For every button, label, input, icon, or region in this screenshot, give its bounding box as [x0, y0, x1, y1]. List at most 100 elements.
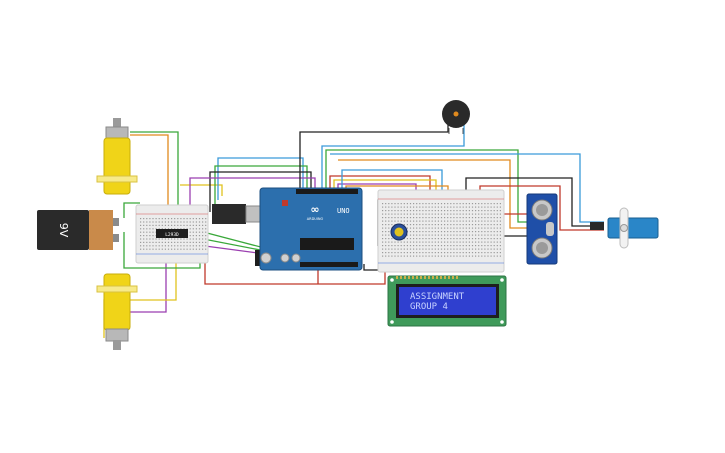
breadboard-hole — [425, 238, 427, 240]
breadboard-hole — [468, 203, 470, 205]
breadboard-hole — [437, 234, 439, 236]
breadboard-hole — [450, 252, 452, 254]
breadboard-hole — [475, 241, 477, 243]
breadboard-hole — [478, 245, 480, 247]
breadboard-hole — [437, 220, 439, 222]
breadboard-hole — [183, 248, 185, 250]
breadboard-hole — [444, 213, 446, 215]
breadboard-hole — [391, 238, 393, 240]
breadboard-hole — [382, 224, 384, 226]
breadboard-hole — [192, 224, 194, 226]
breadboard-hole — [202, 221, 204, 223]
breadboard-hole — [422, 203, 424, 205]
ultrasonic-sensor[interactable] — [526, 193, 558, 265]
breadboard-hole — [456, 238, 458, 240]
breadboard-hole — [434, 210, 436, 212]
breadboard-hole — [198, 224, 201, 226]
breadboard-hole — [425, 210, 427, 212]
breadboard-hole — [394, 210, 396, 212]
breadboard-hole — [422, 241, 424, 243]
breadboard-hole — [406, 206, 408, 208]
breadboard-hole — [496, 210, 498, 212]
breadboard-hole — [496, 241, 498, 243]
breadboard-hole — [419, 252, 421, 254]
breadboard-hole — [143, 224, 145, 226]
breadboard-hole — [198, 238, 201, 240]
breadboard-hole — [158, 224, 160, 226]
motor-driver-chip[interactable]: L293D — [156, 229, 188, 238]
breadboard-hole — [198, 231, 201, 233]
breadboard-hole — [481, 234, 483, 236]
breadboard-hole — [189, 228, 191, 230]
breadboard-hole — [499, 220, 501, 222]
breadboard-hole — [403, 210, 405, 212]
lcd-line-1: ASSIGNMENT — [410, 292, 465, 302]
breadboard-hole — [409, 203, 412, 205]
arduino-uno[interactable]: ∞ UNO ARDUINO — [259, 187, 363, 271]
breadboard-hole — [403, 220, 405, 222]
breadboard-hole — [174, 224, 176, 226]
breadboard-hole — [183, 218, 185, 220]
breadboard-hole — [180, 228, 182, 230]
breadboard-hole — [475, 252, 477, 254]
breadboard-hole — [499, 206, 501, 208]
breadboard-hole — [475, 210, 477, 212]
breadboard-hole — [453, 224, 455, 226]
breadboard-hole — [171, 248, 173, 250]
breadboard-hole — [413, 231, 415, 233]
breadboard-hole — [459, 206, 461, 208]
breadboard-hole — [447, 224, 449, 226]
breadboard-hole — [171, 218, 173, 220]
breadboard-hole — [149, 248, 151, 250]
breadboard-hole — [440, 206, 443, 208]
reset-button[interactable] — [282, 200, 288, 206]
breadboard-hole — [397, 213, 399, 215]
lcd-display[interactable]: ASSIGNMENT GROUP 4 — [387, 275, 507, 327]
breadboard-hole — [202, 228, 204, 230]
piezo-buzzer[interactable] — [442, 100, 470, 134]
breadboard-hole — [462, 203, 464, 205]
breadboard-hole — [406, 234, 408, 236]
breadboard-hole — [167, 245, 170, 247]
breadboard-hole — [440, 255, 443, 257]
breadboard-hole — [192, 235, 194, 237]
breadboard-hole — [478, 206, 480, 208]
breadboard-hole — [471, 213, 474, 215]
breadboard-hole — [382, 231, 384, 233]
micro-servo[interactable] — [590, 207, 659, 249]
breadboard-hole — [499, 224, 501, 226]
breadboard-hole — [400, 206, 402, 208]
dc-motor-bottom[interactable] — [96, 273, 138, 350]
breadboard-hole — [391, 213, 393, 215]
breadboard-hole — [496, 252, 498, 254]
breadboard-hole — [161, 238, 163, 240]
breadboard-hole — [425, 217, 427, 219]
breadboard-hole — [487, 224, 489, 226]
breadboard-hole — [493, 234, 495, 236]
breadboard-hole — [471, 210, 474, 212]
breadboard-hole — [484, 224, 486, 226]
breadboard-hole — [394, 213, 396, 215]
breadboard-hole — [422, 238, 424, 240]
breadboard-hole — [496, 213, 498, 215]
breadboard-hole — [391, 203, 393, 205]
breadboard-hole — [434, 248, 436, 250]
potentiometer[interactable] — [390, 223, 408, 241]
wire — [329, 175, 431, 200]
dc-motor-top[interactable] — [96, 118, 138, 195]
breadboard-hole — [385, 245, 387, 247]
breadboard-hole — [382, 203, 384, 205]
breadboard-hole — [171, 228, 173, 230]
breadboard-hole — [444, 217, 446, 219]
breadboard-hole — [192, 241, 194, 243]
breadboard-hole — [425, 227, 427, 229]
breadboard-hole — [444, 224, 446, 226]
breadboard-hole — [481, 241, 483, 243]
wire — [189, 177, 316, 215]
breadboard-hole — [462, 252, 464, 254]
breadboard-hole — [465, 213, 467, 215]
battery-9v[interactable]: 9V — [37, 210, 119, 250]
breadboard-hole — [416, 206, 418, 208]
breadboard-hole — [468, 248, 470, 250]
breadboard-hole — [155, 245, 157, 247]
